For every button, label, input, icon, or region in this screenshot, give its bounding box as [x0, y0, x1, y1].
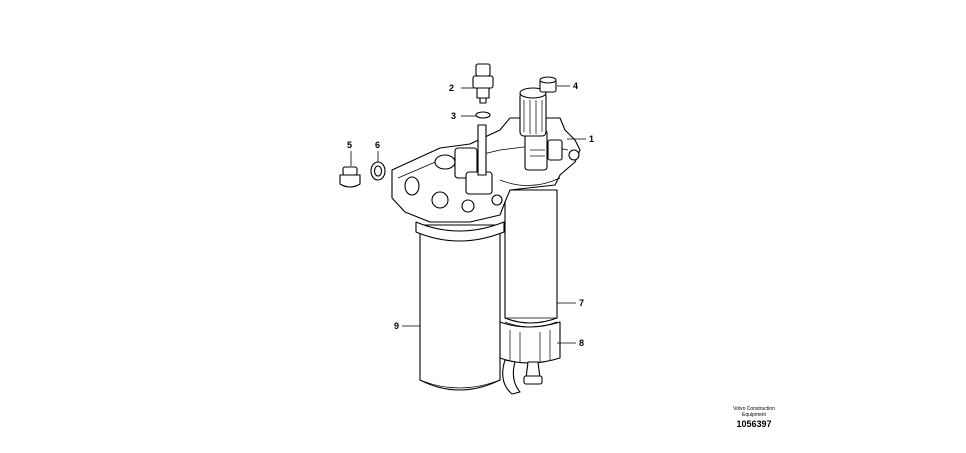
- drawing-caption: Volvo Construction Equipment 1056397: [712, 406, 796, 430]
- callout-5: 5: [347, 140, 352, 150]
- pressure-sensor: [472, 63, 494, 104]
- caption-line2: Equipment: [742, 412, 766, 418]
- callout-4: 4: [573, 81, 578, 91]
- callout-8: 8: [579, 338, 584, 348]
- water-separator-bowl: [499, 321, 561, 395]
- callout-3: 3: [451, 111, 456, 121]
- priming-pump: [477, 87, 547, 176]
- caption-company: Volvo Construction: [733, 406, 775, 412]
- callout-6: 6: [375, 140, 380, 150]
- o-ring: [475, 111, 491, 119]
- callout-2: 2: [449, 83, 454, 93]
- front-filter-canister: [415, 221, 505, 391]
- callout-9: 9: [394, 321, 399, 331]
- drawing-number: 1056397: [736, 419, 772, 429]
- plug: [339, 166, 361, 188]
- callout-1: 1: [589, 134, 594, 144]
- cap: [539, 76, 557, 93]
- leader-lines: [350, 85, 586, 344]
- rear-filter-canister: [504, 189, 558, 328]
- sealing-washer: [370, 161, 386, 181]
- callout-7: 7: [579, 298, 584, 308]
